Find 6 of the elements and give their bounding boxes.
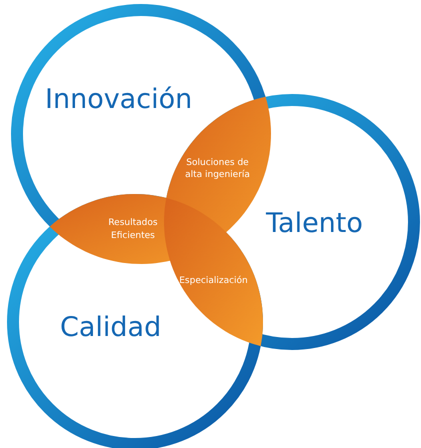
overlap-label: Soluciones de alta ingeniería — [184, 156, 251, 182]
circle-label: Talento — [266, 208, 364, 239]
circle-label: Calidad — [60, 312, 162, 343]
circle-label: Innovación — [45, 84, 194, 115]
overlap-label: Resultados Eficientes — [107, 217, 159, 242]
overlap-label: Especialización — [178, 275, 249, 288]
